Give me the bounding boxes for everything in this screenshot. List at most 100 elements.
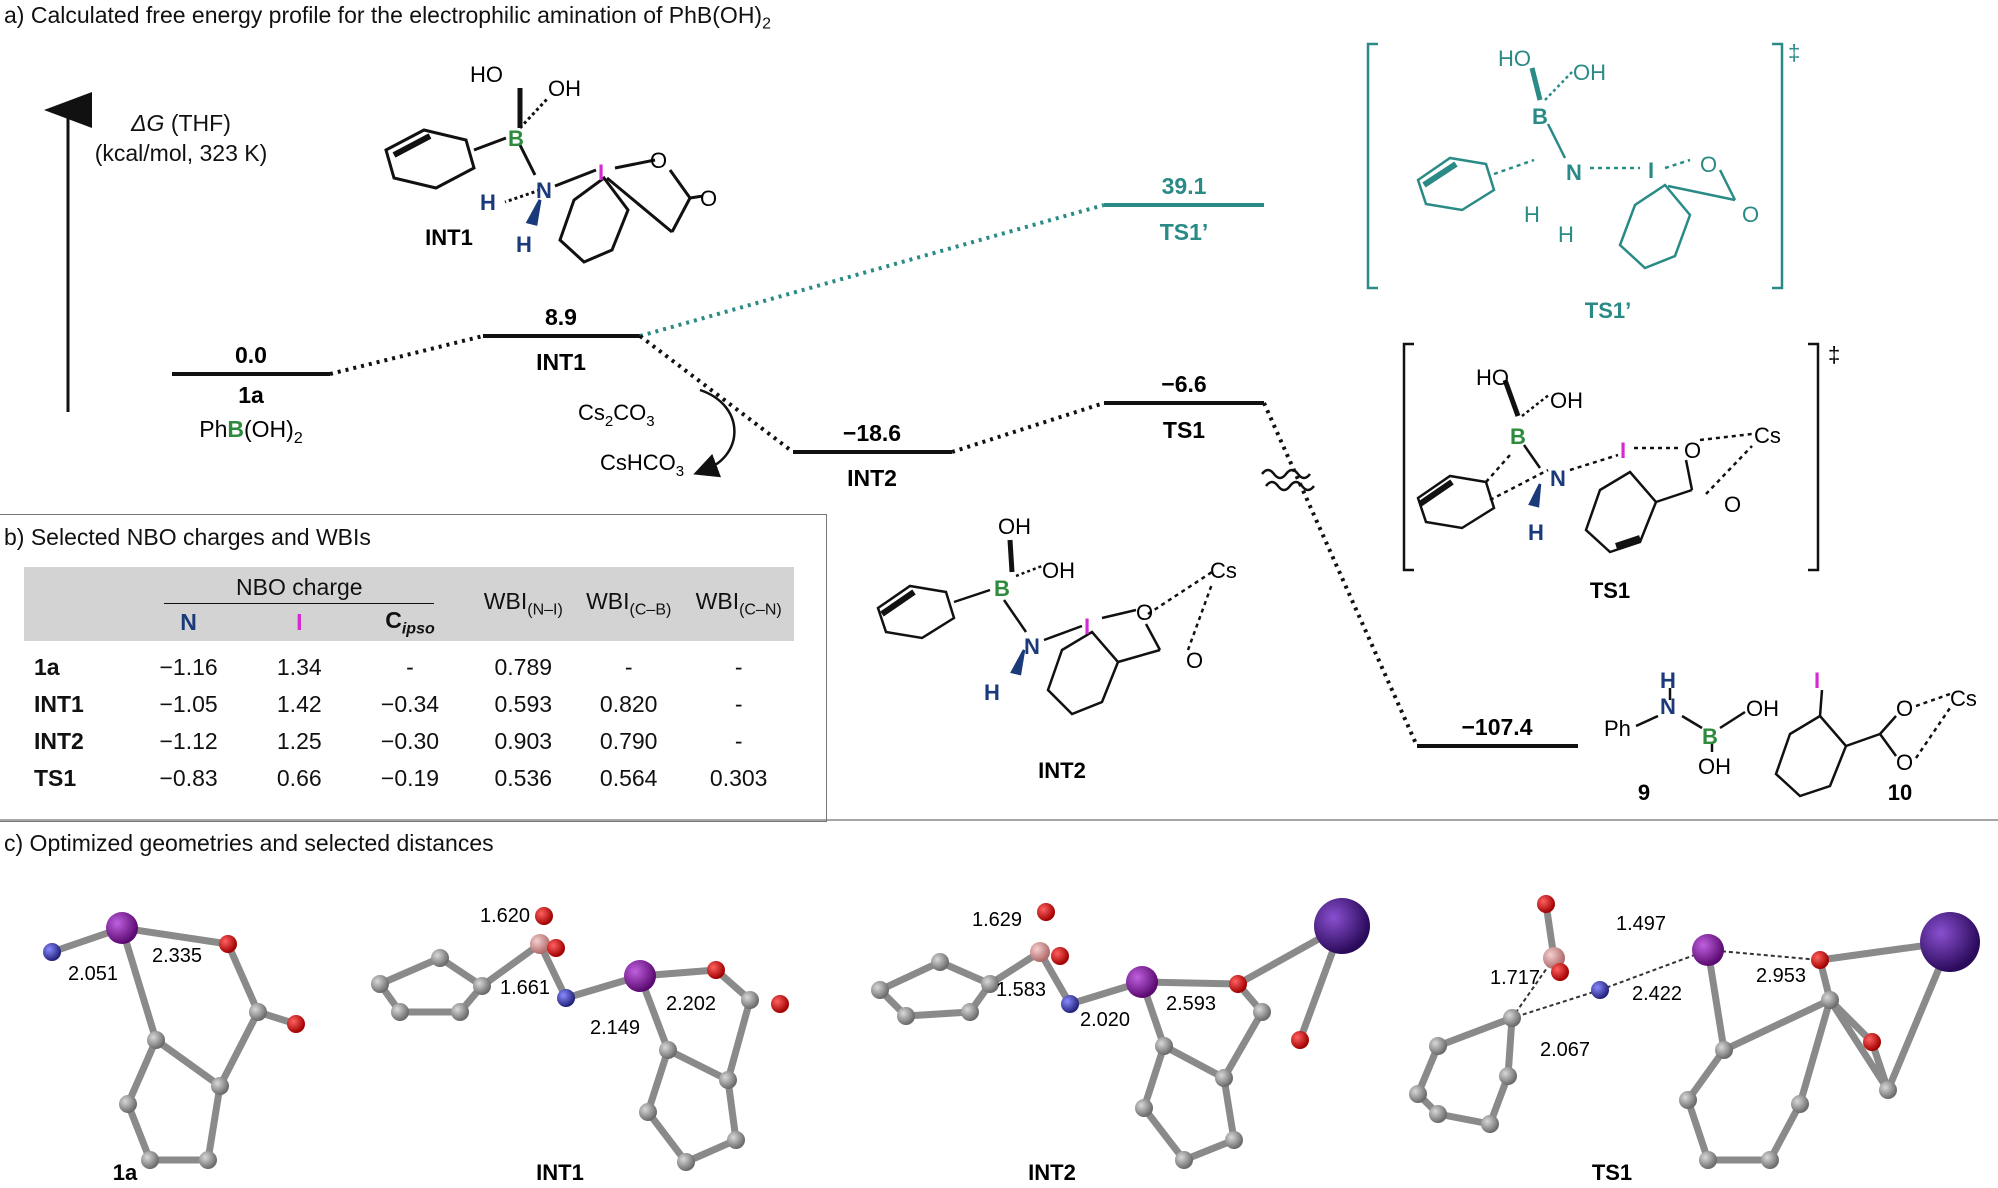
svg-text:INT2: INT2: [1038, 758, 1086, 783]
svg-text:TS1’: TS1’: [1585, 298, 1631, 323]
level-1a-name: 1a: [238, 382, 264, 408]
structure-ts1-prime: HO OH B N I O O H H ‡ TS1’: [1366, 40, 1800, 323]
level-ts1p-value: 39.1: [1162, 173, 1207, 199]
svg-text:B: B: [994, 576, 1010, 601]
geometry-int1: 1.620 1.661 2.149 2.202 INT1: [371, 905, 789, 1185]
connector-int1-int2: [638, 334, 795, 454]
svg-text:1.629: 1.629: [972, 909, 1022, 931]
level-ts1-name: TS1: [1163, 417, 1205, 443]
structure-int2: OH OH B N I O O Cs H INT2: [876, 514, 1237, 783]
svg-text:N: N: [1550, 466, 1566, 491]
svg-text:2.335: 2.335: [152, 945, 202, 967]
svg-text:O: O: [650, 148, 667, 173]
svg-text:H: H: [516, 232, 532, 257]
svg-text:TS1: TS1: [1592, 1160, 1632, 1185]
level-1a-value: 0.0: [235, 342, 267, 368]
table-row: INT2 −1.12 1.25 −0.30 0.903 0.790 -: [34, 728, 743, 754]
svg-text:‡: ‡: [1788, 40, 1800, 65]
level-1a-sub: PhB(OH)2: [199, 416, 303, 447]
col-header-i: I: [296, 609, 303, 635]
level-connectors: [329, 203, 1419, 747]
svg-text:B: B: [1510, 424, 1526, 449]
svg-text:2.202: 2.202: [666, 993, 716, 1015]
svg-text:1.661: 1.661: [500, 977, 550, 999]
level-products-value: −107.4: [1462, 714, 1533, 740]
table-row: TS1 −0.83 0.66 −0.19 0.536 0.564 0.303: [34, 765, 768, 791]
col-header-wbi-cb: WBI(C–B): [586, 588, 672, 619]
geometry-1a: 2.051 2.335 1a: [43, 912, 305, 1185]
panel-b-caption: b) Selected NBO charges and WBIs: [4, 524, 371, 550]
level-ts1-value: −6.6: [1161, 371, 1206, 397]
svg-text:TS1: TS1: [1590, 578, 1630, 603]
svg-text:N: N: [536, 178, 552, 203]
connector-ts1-products: [1262, 402, 1419, 747]
level-int2-value: −18.6: [843, 420, 901, 446]
col-header-wbi-cn: WBI(C–N): [695, 588, 782, 619]
reagent-curved-arrow-icon: [693, 388, 736, 478]
svg-text:1.583: 1.583: [996, 979, 1046, 1001]
svg-text:N: N: [1660, 694, 1676, 719]
svg-text:2.422: 2.422: [1632, 983, 1682, 1005]
svg-text:Cs: Cs: [1210, 558, 1237, 583]
svg-text:HO: HO: [470, 62, 503, 87]
svg-text:O: O: [1896, 750, 1913, 775]
svg-text:N: N: [1566, 160, 1582, 185]
svg-text:10: 10: [1888, 780, 1912, 805]
col-header-wbi-ni: WBI(N–I): [483, 588, 563, 619]
svg-text:9: 9: [1638, 780, 1650, 805]
svg-text:I: I: [1084, 614, 1090, 639]
energy-axis-label: ΔG (THF) (kcal/mol, 323 K): [94, 110, 268, 166]
nbo-table: NBO charge WBI(N–I) WBI(C–B) WBI(C–N) N …: [24, 567, 794, 797]
panel-a-caption: a) Calculated free energy profile for th…: [4, 2, 771, 33]
svg-text:Ph: Ph: [1604, 716, 1631, 741]
svg-text:HO: HO: [1476, 365, 1509, 390]
svg-text:O: O: [1186, 648, 1203, 673]
level-int1-name: INT1: [536, 349, 586, 375]
svg-text:OH: OH: [1573, 60, 1606, 85]
svg-text:H: H: [1660, 668, 1676, 693]
svg-text:OH: OH: [1698, 754, 1731, 779]
connector-int2-ts1: [951, 401, 1105, 454]
panel-c-caption: c) Optimized geometries and selected dis…: [4, 830, 494, 856]
nbo-group-header: NBO charge: [126, 567, 473, 604]
panel-b-box: [0, 514, 827, 822]
svg-text:O: O: [1136, 600, 1153, 625]
svg-text:I: I: [1648, 158, 1654, 183]
svg-text:O: O: [700, 186, 717, 211]
svg-text:2.067: 2.067: [1540, 1039, 1590, 1061]
structure-product-9: Ph N H B OH OH 9: [1604, 668, 1779, 805]
geometry-ts1: 1.497 1.717 2.067 2.422 2.953 TS1: [1409, 895, 1980, 1185]
svg-text:OH: OH: [1746, 696, 1779, 721]
svg-text:O: O: [1724, 492, 1741, 517]
svg-text:OH: OH: [1550, 388, 1583, 413]
geometry-int2: 1.629 1.583 2.020 2.593 INT2: [871, 898, 1370, 1185]
svg-text:H: H: [1524, 202, 1540, 227]
svg-text:INT1: INT1: [536, 1160, 584, 1185]
axis-break-icon: [1261, 468, 1315, 492]
svg-text:O: O: [1896, 696, 1913, 721]
svg-text:B: B: [1532, 104, 1548, 129]
svg-text:B: B: [1702, 724, 1718, 749]
level-int2-name: INT2: [847, 465, 897, 491]
svg-text:2.149: 2.149: [590, 1017, 640, 1039]
svg-text:2.953: 2.953: [1756, 965, 1806, 987]
svg-text:OH: OH: [1042, 558, 1075, 583]
svg-text:I: I: [1620, 438, 1626, 463]
svg-text:H: H: [984, 680, 1000, 705]
svg-text:Cs: Cs: [1754, 423, 1781, 448]
svg-text:I: I: [598, 160, 604, 185]
connector-1a-int1: [329, 334, 484, 376]
svg-text:B: B: [508, 126, 524, 151]
svg-text:1.497: 1.497: [1616, 913, 1666, 935]
table-row: 1a −1.16 1.34 - 0.789 - -: [34, 654, 743, 680]
svg-text:HO: HO: [1498, 46, 1531, 71]
svg-text:OH: OH: [548, 76, 581, 101]
svg-text:OH: OH: [998, 514, 1031, 539]
svg-text:INT1: INT1: [425, 225, 473, 250]
svg-text:2.020: 2.020: [1080, 1009, 1130, 1031]
level-int1-value: 8.9: [545, 304, 577, 330]
svg-text:I: I: [1814, 668, 1820, 693]
svg-text:1.620: 1.620: [480, 905, 530, 927]
reagent-cshco3: CsHCO3: [600, 450, 684, 480]
